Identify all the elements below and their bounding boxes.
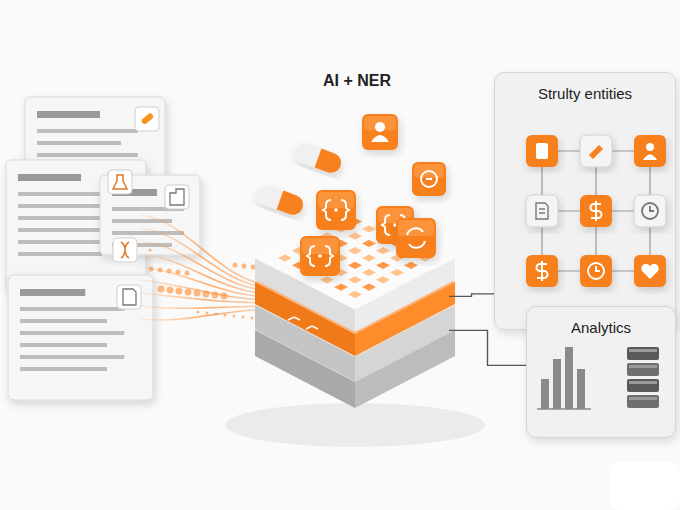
ner-engine: AI + NER <box>255 72 459 412</box>
connector-line <box>449 330 526 365</box>
analytics-panel: Analytics <box>526 306 676 438</box>
server-stack <box>255 206 455 408</box>
entities-panel: Strulty entities <box>494 72 676 330</box>
entity-icons <box>495 73 677 331</box>
panel-heading: Analytics <box>527 319 675 336</box>
data-streams <box>140 215 275 321</box>
connector-line <box>449 294 494 297</box>
floating-icons <box>254 114 446 276</box>
engine-label: AI + NER <box>255 72 459 90</box>
panel-heading: Strulty entities <box>495 85 675 102</box>
